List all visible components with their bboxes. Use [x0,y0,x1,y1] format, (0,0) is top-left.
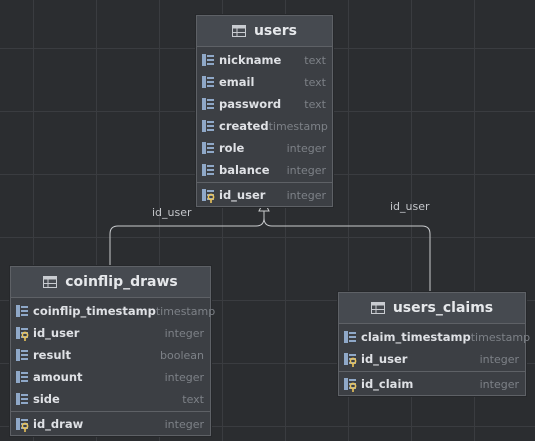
column-name: claim_timestamp [361,330,471,344]
column-type: integer [479,377,519,391]
column-name: id_user [219,188,266,202]
table-header[interactable]: users [197,16,332,47]
column-name: created [219,119,269,133]
column-name: id_user [361,352,408,366]
key-column-icon [343,376,357,392]
table-title: users [253,23,298,39]
table-icon [370,302,385,314]
column-icon [201,96,215,112]
column-type: integer [286,163,326,177]
column-type: text [304,53,326,67]
column-icon [201,162,215,178]
column-row[interactable]: amount integer [11,366,210,388]
column-type: timestamp [155,304,216,318]
key-column-icon [15,416,29,432]
column-name: id_user [33,326,80,340]
column-row[interactable]: role integer [197,137,332,159]
column-row[interactable]: password text [197,93,332,115]
column-name: email [219,75,255,89]
column-icon [15,347,29,363]
key-column-icon [15,325,29,341]
column-type: timestamp [470,330,531,344]
table-icon [231,25,246,37]
column-name: balance [219,163,270,177]
column-name: amount [33,370,83,384]
primary-key-row[interactable]: id_claim integer [339,373,525,395]
column-icon [201,118,215,134]
column-type: integer [479,352,519,366]
table-header[interactable]: users_claims [339,293,525,324]
column-name: role [219,141,245,155]
table-title: users_claims [392,300,494,316]
table-header[interactable]: coinflip_draws [11,267,210,298]
table-title: coinflip_draws [65,274,178,290]
column-icon [201,74,215,90]
column-icon [201,52,215,68]
primary-key-section: id_claim integer [339,371,525,395]
column-icon [15,369,29,385]
primary-key-row[interactable]: id_draw integer [11,413,210,435]
column-name: id_claim [361,377,414,391]
column-row[interactable]: email text [197,71,332,93]
column-name: coinflip_timestamp [33,304,156,318]
column-type: integer [286,141,326,155]
relation-label-coinflip: id_user [152,206,192,219]
relation-line-claims-users[interactable] [263,217,431,292]
key-column-icon [201,187,215,203]
column-type: integer [164,370,204,384]
column-icon [15,303,29,319]
column-icon [201,140,215,156]
key-column-icon [343,351,357,367]
column-type: text [304,97,326,111]
column-name: side [33,392,60,406]
relation-label-claims: id_user [390,200,430,213]
column-type: boolean [160,348,204,362]
column-row[interactable]: id_user integer [339,348,525,370]
column-icon [15,391,29,407]
column-name: password [219,97,282,111]
column-icon [343,329,357,345]
column-type: text [304,75,326,89]
primary-key-section: id_draw integer [11,411,210,435]
column-type: timestamp [268,119,328,133]
column-name: result [33,348,71,362]
column-row[interactable]: balance integer [197,159,332,181]
column-type: integer [164,417,204,431]
table-users[interactable]: users nickname text email text password text c… [196,15,333,207]
column-name: id_draw [33,417,84,431]
primary-key-section: id_user integer [197,182,332,206]
column-type: integer [286,188,326,202]
column-type: integer [164,326,204,340]
column-row[interactable]: side text [11,388,210,410]
table-icon [43,276,58,288]
column-row[interactable]: id_user integer [11,322,210,344]
column-type: text [182,392,204,406]
primary-key-row[interactable]: id_user integer [197,184,332,206]
column-row[interactable]: result boolean [11,344,210,366]
column-row[interactable]: nickname text [197,49,332,71]
column-name: nickname [219,53,282,67]
relation-line-coinflip-users[interactable] [109,208,265,266]
